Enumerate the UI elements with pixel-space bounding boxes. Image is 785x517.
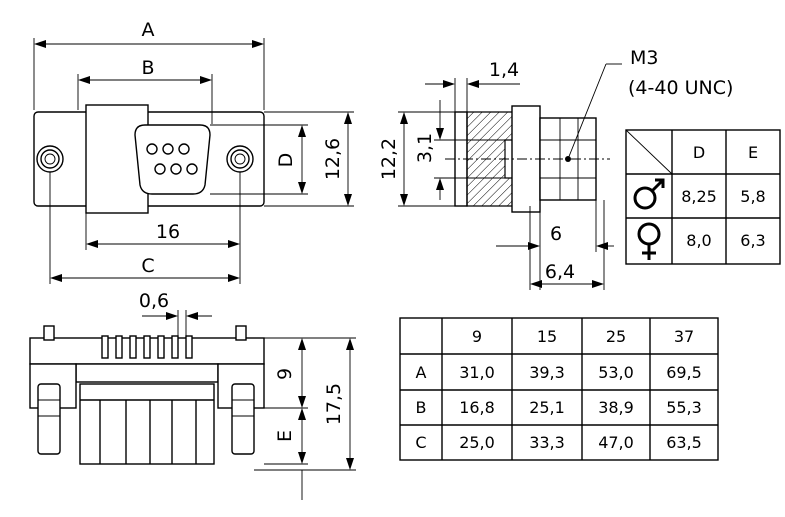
gender-table-border xyxy=(625,129,781,265)
dim-label-d: D xyxy=(275,153,297,168)
dim-label-e: E xyxy=(274,430,296,442)
dim-label-b: B xyxy=(141,57,154,79)
size-header-9: 9 xyxy=(472,327,482,346)
dim-label-0-6: 0,6 xyxy=(139,290,169,312)
size-cell: 55,3 xyxy=(666,398,702,417)
size-cell: 39,3 xyxy=(529,363,565,382)
dim-label-3-1: 3,1 xyxy=(414,133,436,163)
thread-label: M3 xyxy=(630,47,658,69)
front-view: A B 16 C D 12,6 xyxy=(33,19,354,284)
dim-label-16: 16 xyxy=(156,221,180,243)
dim-label-6-4: 6,4 xyxy=(545,261,575,283)
size-table: 9 15 25 37 A 31,0 39,3 53,0 69,5 B 16,8 … xyxy=(399,317,719,461)
female-e-value: 6,3 xyxy=(740,231,765,250)
size-header-37: 37 xyxy=(674,327,694,346)
size-table-border xyxy=(399,317,719,461)
bottom-view: 0,6 9 E 17,5 xyxy=(29,290,356,500)
dim-label-6: 6 xyxy=(550,223,562,245)
size-header-15: 15 xyxy=(537,327,557,346)
size-cell: 38,9 xyxy=(598,398,634,417)
dim-label-9: 9 xyxy=(274,368,296,380)
gender-header-e: E xyxy=(748,143,758,162)
side-view: M3 (4-40 UNC) 1,4 12,2 3,1 6 xyxy=(378,47,733,290)
male-d-value: 8,25 xyxy=(681,187,717,206)
female-d-value: 8,0 xyxy=(686,231,711,250)
size-cell: 25,1 xyxy=(529,398,565,417)
bottom-body xyxy=(75,363,219,383)
size-cell: 25,0 xyxy=(459,433,495,452)
female-symbol-icon xyxy=(637,222,661,260)
dim-label-1-4: 1,4 xyxy=(489,59,519,81)
dim-label-12-6: 12,6 xyxy=(322,138,344,180)
dim-label-c: C xyxy=(141,255,154,277)
size-cell: 47,0 xyxy=(598,433,634,452)
right-screw-body xyxy=(231,383,255,455)
left-post xyxy=(43,325,55,341)
gender-table: D E 8,25 5,8 8,0 6,3 xyxy=(625,129,781,265)
dim-label-17-5: 17,5 xyxy=(323,383,345,425)
size-cell: 69,5 xyxy=(666,363,702,382)
male-e-value: 5,8 xyxy=(740,187,765,206)
size-row-label-a: A xyxy=(416,363,427,382)
size-row-label-b: B xyxy=(416,398,427,417)
dim-label-a: A xyxy=(142,19,155,41)
dim-label-12-2: 12,2 xyxy=(378,138,400,180)
size-row-label-c: C xyxy=(415,433,426,452)
gender-header-d: D xyxy=(693,143,705,162)
size-cell: 63,5 xyxy=(666,433,702,452)
size-header-25: 25 xyxy=(606,327,626,346)
thread-alt-label: (4-40 UNC) xyxy=(628,77,733,99)
right-post xyxy=(235,325,247,341)
contact-pins xyxy=(146,143,198,175)
bottom-legs xyxy=(79,383,215,465)
size-cell: 16,8 xyxy=(459,398,495,417)
top-contacts xyxy=(101,335,193,359)
size-cell: 33,3 xyxy=(529,433,565,452)
size-cell: 53,0 xyxy=(598,363,634,382)
male-symbol-icon xyxy=(633,178,665,210)
size-cell: 31,0 xyxy=(459,363,495,382)
d-sub-insert xyxy=(134,124,211,195)
left-screw-body xyxy=(37,383,61,455)
